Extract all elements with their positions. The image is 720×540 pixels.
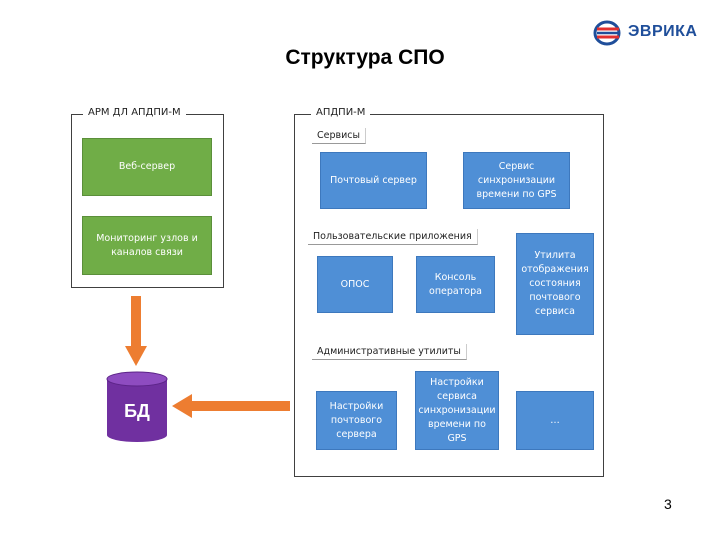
page-title: Структура СПО [285, 46, 445, 69]
apdpi-frame-label: АПДПИ-М [311, 106, 371, 120]
more-items-box: … [516, 391, 594, 450]
web-server-box: Веб-сервер [82, 138, 212, 196]
services-section-label: Сервисы [312, 128, 367, 144]
operator-console-box: Консоль оператора [416, 256, 495, 313]
logo-text: ЭВРИКА [628, 23, 698, 40]
arm-to-db-arrow [125, 296, 147, 366]
mail-status-utility-box: Утилита отображения состояния почтового … [516, 233, 594, 335]
opos-box: ОПОС [317, 256, 393, 313]
database-cylinder: БД [106, 371, 168, 443]
admin-utils-section-label: Административные утилиты [312, 344, 467, 360]
user-apps-section-label: Пользовательские приложения [308, 229, 478, 245]
page-number: 3 [664, 496, 672, 512]
gps-sync-settings-box: Настройки сервиса синхронизации времени … [415, 371, 499, 450]
gps-time-sync-service-box: Сервис синхронизации времени по GPS [463, 152, 570, 209]
mail-server-settings-box: Настройки почтового сервера [316, 391, 397, 450]
evrika-logo-icon [593, 20, 621, 46]
mail-server-box: Почтовый сервер [320, 152, 427, 209]
database-label: БД [124, 401, 150, 421]
database-icon [106, 371, 168, 442]
monitoring-box: Мониторинг узлов и каналов связи [82, 216, 212, 275]
arm-frame-label: АРМ ДЛ АПДПИ-М [83, 106, 186, 120]
evrika-logo: ЭВРИКА [593, 20, 697, 46]
apdpi-to-db-arrow [172, 394, 290, 418]
